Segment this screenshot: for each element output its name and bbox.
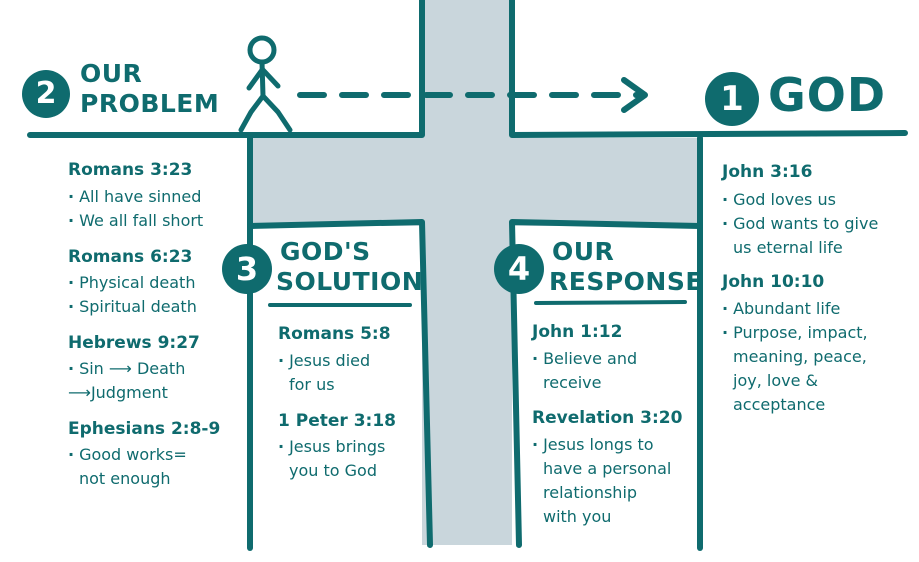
verse-reference: Romans 3:23 [68,160,193,180]
verse-point: Believe and [532,347,637,370]
verse-point-continued: not enough [79,469,171,488]
verse-point: ⟶Judgment [68,381,168,404]
solution-title-line1: GOD'S [280,237,371,266]
verse-reference: Hebrews 9:27 [68,333,200,353]
verse-point: Good works= [68,443,187,466]
solution-title-line2: SOLUTION [276,267,424,296]
verse-point-continued: you to God [289,461,377,480]
verse-reference: John 3:16 [722,162,813,182]
verse-point-continued: acceptance [733,395,826,414]
verse-reference: Ephesians 2:8-9 [68,419,221,439]
problem-number-badge: 2 [22,70,70,118]
problem-title-line2: PROBLEM [80,89,220,118]
verse-point-continued: have a personal [543,459,672,478]
verse-point: Abundant life [722,297,840,320]
verse-point-continued: relationship [543,483,638,502]
verse-reference: John 1:12 [532,322,623,342]
response-title-line2: RESPONSE [549,267,703,296]
verse-point-end: Death [136,359,186,378]
verse-point-continued: joy, love & [733,371,818,390]
arrow-head-icon [621,77,648,113]
god-title: GOD [768,68,887,122]
verse-point-continued: for us [289,375,335,394]
verse-point-continued: receive [543,373,602,392]
verse-point-end: Judgment [90,383,168,402]
verse-point-continued: with you [543,507,612,526]
verse-point: God wants to give [722,212,878,235]
verse-point: All have sinned [68,185,201,208]
response-title-line1: OUR [552,237,615,266]
cross-arm-right [509,219,703,548]
verse-point: Jesus longs to [532,433,653,456]
verse-point: Jesus died [278,349,370,372]
verse-point: God loves us [722,188,836,211]
verse-reference: John 10:10 [722,272,825,292]
right-arrow-icon: ⟶ [68,383,91,402]
verse-point-continued: us eternal life [733,238,843,257]
cross-outline-right [509,0,908,138]
verse-point: Purpose, impact, [722,321,868,344]
verse-reference: 1 Peter 3:18 [278,411,396,431]
cross-arm-left [247,219,433,548]
response-title-underline [534,300,687,305]
cross-outline-left [27,0,425,138]
god-number-badge: 1 [705,72,759,126]
walking-person-icon [238,35,293,133]
cross-shape [250,0,700,545]
solution-number-badge: 3 [222,244,272,294]
verse-reference: Romans 5:8 [278,324,391,344]
verse-point: Spiritual death [68,295,197,318]
verse-reference: Romans 6:23 [68,247,193,267]
right-arrow-icon: ⟶ [108,359,132,378]
verse-point: Jesus brings [278,435,385,458]
verse-point-start: Sin [68,359,104,378]
verse-point: Physical death [68,271,195,294]
verse-point: Sin ⟶ Death [68,357,185,380]
response-number-badge: 4 [494,244,544,294]
verse-point: We all fall short [68,209,203,232]
problem-title-line1: OUR [80,59,143,88]
verse-point-continued: meaning, peace, [733,347,867,366]
verse-reference: Revelation 3:20 [532,408,683,428]
